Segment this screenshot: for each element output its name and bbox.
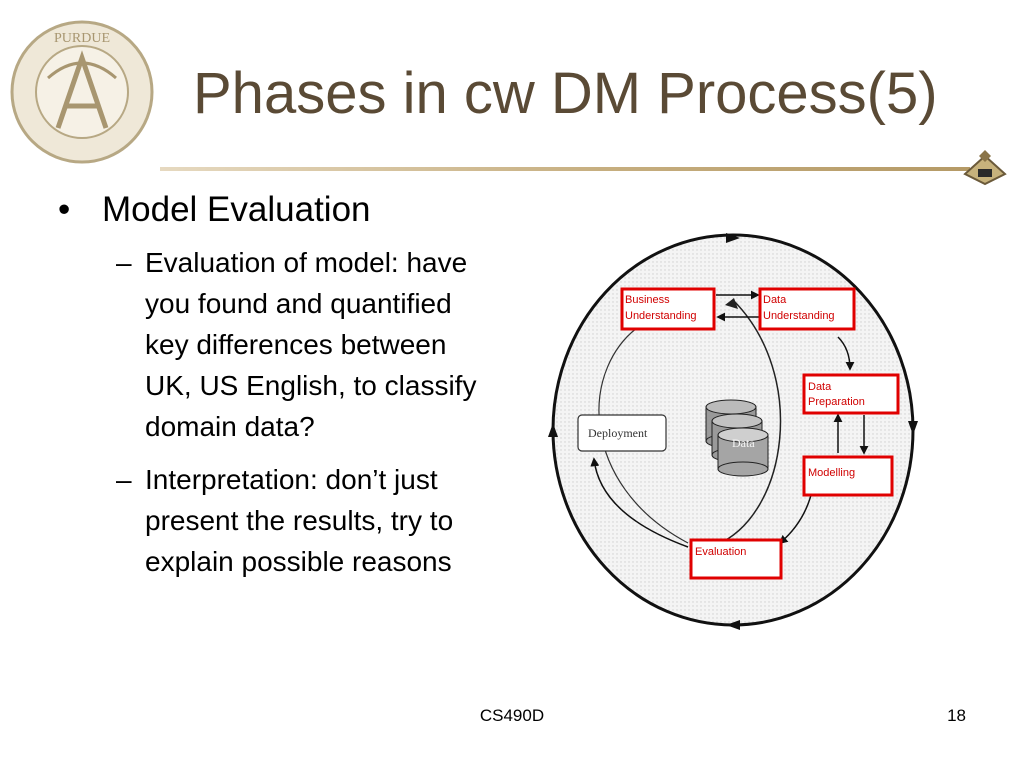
sub-bullet-mark: – [116,464,132,495]
deployment-label: Deployment [588,426,648,440]
phase-data-understanding: Data Understanding [758,287,856,331]
slide-title: Phases in cw DM Process(5) [193,61,938,126]
evaluation-label: Evaluation [695,546,746,558]
data-understanding-label-line2: Understanding [763,310,835,322]
sub-bullet-evaluation: – Evaluation of model: have you found an… [58,242,498,447]
cycle-arrow-bottom [726,620,740,630]
phase-business-understanding: Business Understanding [620,287,716,331]
footer-course: CS490D [479,706,545,725]
university-seal-logo: PURDUE [10,20,154,164]
cycle-arrow-top [726,233,740,243]
sub-bullet-mark: – [116,247,132,278]
sub-bullet-text: Evaluation of model: have you found and … [145,247,477,442]
title-divider [160,167,970,171]
phase-evaluation: Evaluation [689,538,783,580]
inner-arc-arrow [725,298,738,309]
sub-bullet-text: Interpretation: don’t just present the r… [145,464,454,577]
bullet-list: • Model Evaluation – Evaluation of model… [58,188,498,582]
bullet-model-evaluation: • Model Evaluation [58,188,498,232]
arrow-data-to-preparation [837,336,855,371]
business-label-line2: Understanding [625,310,697,322]
sub-bullet-interpretation: – Interpretation: don’t just present the… [58,459,498,582]
phase-modelling: Modelling [802,455,894,497]
purdue-corner-logo [963,150,1007,186]
preparation-label-line2: Preparation [808,396,865,408]
phase-data-preparation: Data Preparation [802,373,900,415]
inner-cycle-arc [715,299,782,546]
dm-process-diagram: Business Understanding Data Understandin… [548,233,918,630]
bullet-mark: • [58,190,71,229]
phase-deployment: Deployment [577,414,667,452]
arrow-evaluation-to-deployment [590,457,689,548]
footer-page-number: 18 [947,706,966,725]
cycle-arrow-right [908,421,918,435]
data-store-label: Data [732,436,755,450]
preparation-label-line1: Data [808,381,832,393]
modelling-label: Modelling [808,467,855,479]
data-store-cylinders: Data [705,399,769,477]
bullet-text: Model Evaluation [102,190,371,229]
data-understanding-label-line1: Data [763,294,787,306]
business-label-line1: Business [625,294,670,306]
svg-text:PURDUE: PURDUE [54,31,110,46]
cycle-arrow-left [548,423,558,437]
